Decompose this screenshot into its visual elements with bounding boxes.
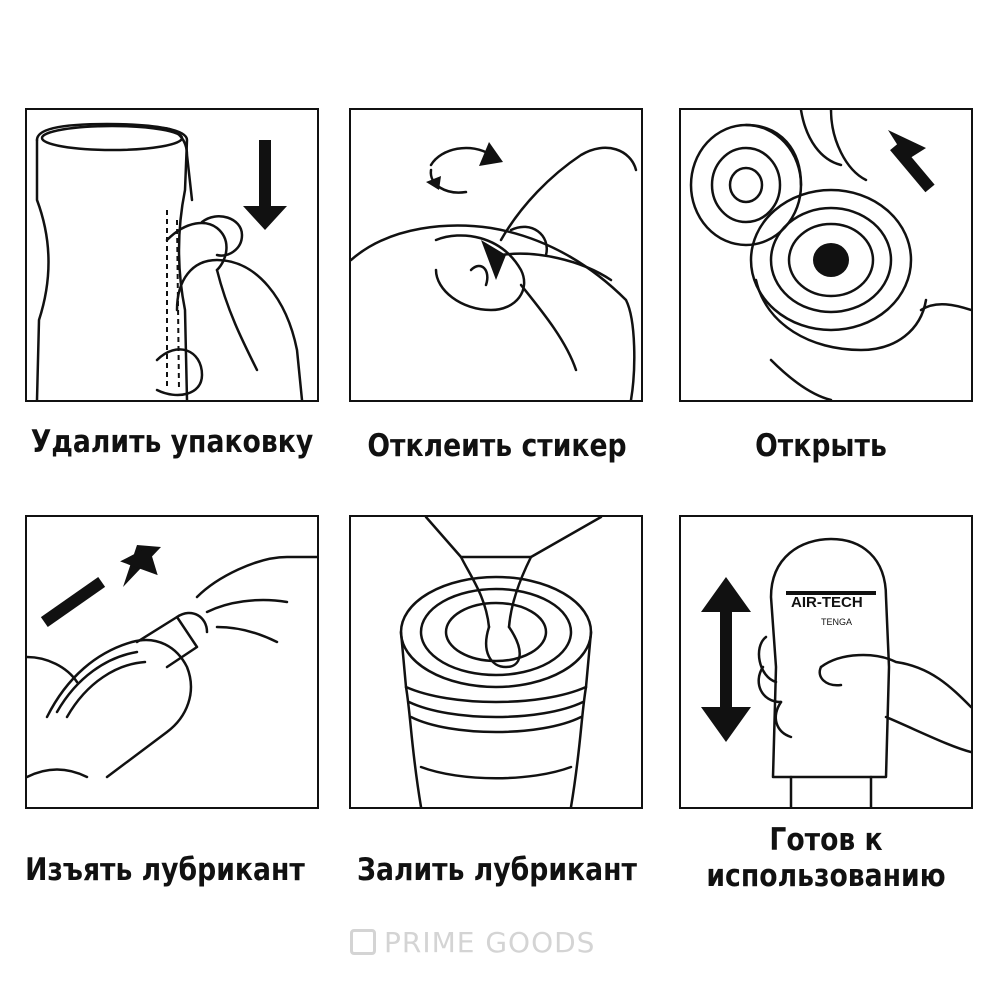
step-2-illustration <box>351 142 638 400</box>
step-6-illustration: AIR-TECH TENGA <box>701 537 971 807</box>
step-5-label: Залить лубрикант <box>357 852 637 888</box>
step-4-caption: Изъять лубрикант <box>23 852 307 888</box>
step-4-panel <box>25 515 319 809</box>
step-3-label: Открыть <box>755 428 887 464</box>
step-1-label: Удалить упаковку <box>30 424 314 460</box>
step-1-caption: Удалить упаковку <box>30 424 314 460</box>
watermark: PRIME GOODS <box>350 922 650 962</box>
step-6-label-line1: Готов к <box>769 822 883 858</box>
step-2-caption: Отклеить стикер <box>355 428 639 464</box>
step-1-panel <box>25 108 319 402</box>
brand-sublabel: TENGA <box>821 617 852 627</box>
step-1-illustration <box>35 122 304 400</box>
step-6-panel: AIR-TECH TENGA <box>679 515 973 809</box>
step-6-caption: Готов к использованию <box>684 822 968 894</box>
step-2-label: Отклеить стикер <box>367 428 627 464</box>
watermark-text: PRIME GOODS <box>384 925 596 959</box>
step-3-illustration <box>689 110 971 400</box>
step-5-caption: Залить лубрикант <box>355 852 639 888</box>
step-3-caption: Открыть <box>679 428 963 464</box>
step-6-label-line2: использованию <box>706 858 946 894</box>
step-3-panel <box>679 108 973 402</box>
step-4-label: Изъять лубрикант <box>25 852 305 888</box>
step-5-panel <box>349 515 643 809</box>
brand-label: AIR-TECH <box>791 594 863 611</box>
step-4-illustration <box>27 545 317 779</box>
step-2-panel <box>349 108 643 402</box>
watermark-logo-icon <box>350 929 376 955</box>
step-5-illustration <box>399 517 603 807</box>
